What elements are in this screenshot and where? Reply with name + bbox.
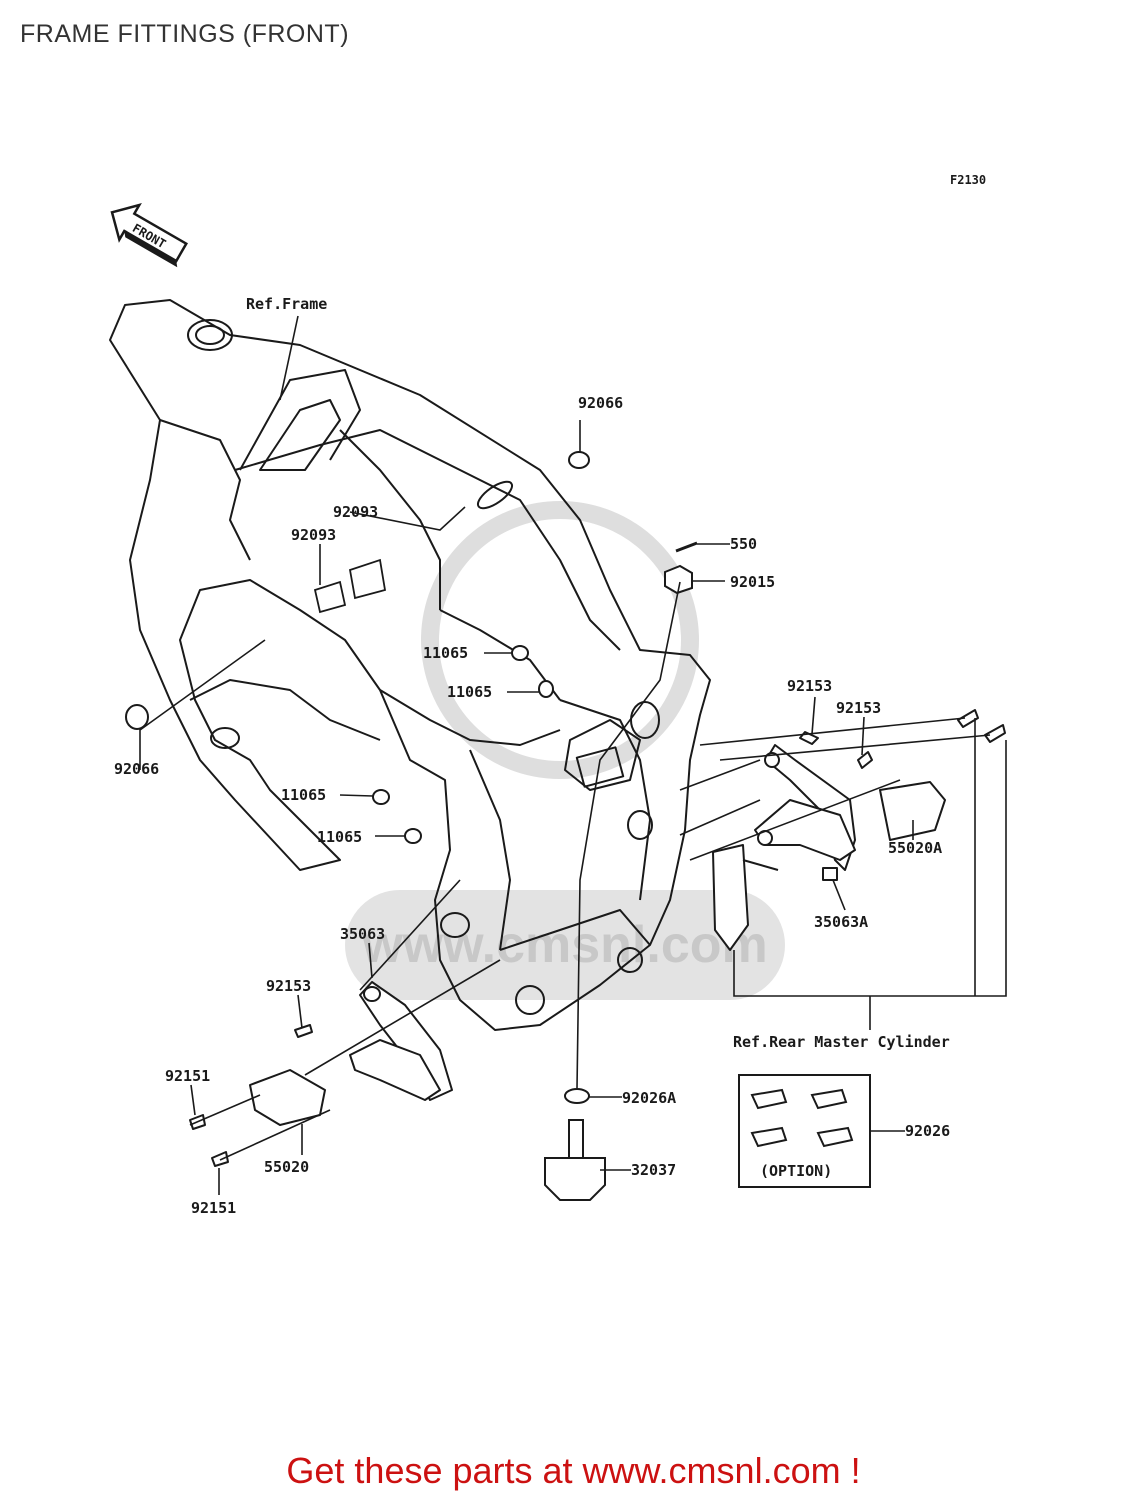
page-title: FRAME FITTINGS (FRONT)	[20, 20, 350, 48]
part-label: 92153	[787, 677, 832, 695]
option-label: (OPTION)	[760, 1162, 832, 1180]
watermark-text: www.cmsnl.com	[361, 916, 768, 974]
part-label: 55020	[264, 1158, 309, 1176]
fitting-shapes	[125, 451, 693, 1104]
part-label: 92093	[291, 526, 336, 544]
front-arrow-icon: FRONT	[110, 203, 188, 268]
part-label: 92153	[266, 977, 311, 995]
part-label: 92066	[114, 760, 159, 778]
part-label: 11065	[423, 644, 468, 662]
part-label: 11065	[447, 683, 492, 701]
part-labels: 92066 92093 92093 92066 550 92015 11065 …	[114, 394, 950, 1217]
part-label: 92026A	[622, 1089, 676, 1107]
promo-banner[interactable]: Get these parts at www.cmsnl.com !	[286, 1450, 861, 1491]
part-label: 92151	[165, 1067, 210, 1085]
part-label: 11065	[317, 828, 362, 846]
option-box	[738, 1074, 871, 1188]
part-label: 32037	[631, 1161, 676, 1179]
decal-shapes	[313, 558, 387, 614]
part-label: 35063A	[814, 913, 868, 931]
part-label: 92026	[905, 1122, 950, 1140]
part-label: 92151	[191, 1199, 236, 1217]
part-label: 92015	[730, 573, 775, 591]
figure-code: F2130	[950, 173, 986, 187]
part-label: 55020A	[888, 839, 942, 857]
cotter-pin-icon	[675, 541, 698, 553]
leader-lines	[139, 315, 1007, 1195]
ref-frame-label: Ref.Frame	[246, 295, 327, 313]
part-label: 35063	[340, 925, 385, 943]
left-bracket-drawing	[189, 981, 453, 1167]
watermark: www.cmsnl.com	[345, 501, 785, 1000]
stud-bolt-drawing	[544, 1119, 606, 1201]
part-label: 11065	[281, 786, 326, 804]
part-label: 92153	[836, 699, 881, 717]
exploded-parts-diagram: www.cmsnl.com F2130 FRONT	[109, 173, 1007, 1217]
part-label: 550	[730, 535, 757, 553]
right-bracket-drawing	[712, 709, 1006, 951]
ref-rear-master-cylinder-label: Ref.Rear Master Cylinder	[733, 1033, 950, 1051]
part-label: 92093	[333, 503, 378, 521]
frame-drawing	[109, 299, 711, 1031]
part-label: 92066	[578, 394, 623, 412]
